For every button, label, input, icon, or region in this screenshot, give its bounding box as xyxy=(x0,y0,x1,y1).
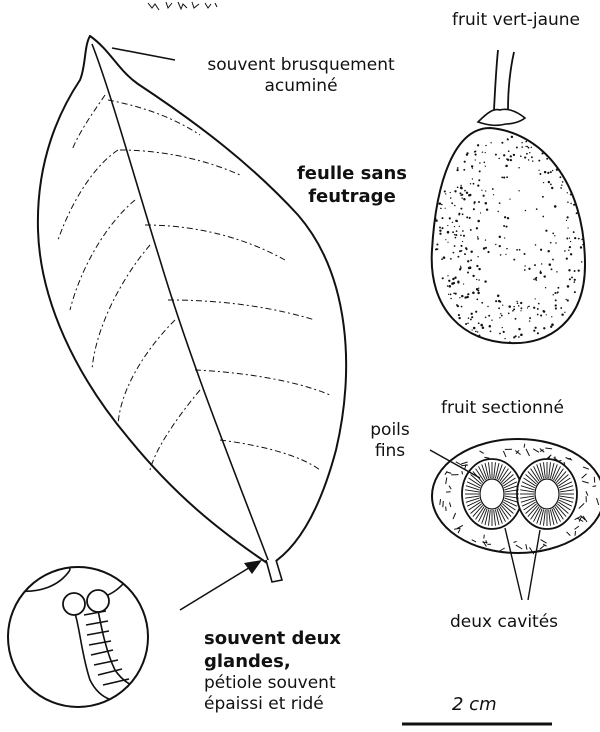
glands-label-line1: souvent deux xyxy=(204,627,341,650)
gland-right xyxy=(87,590,109,612)
leaf xyxy=(38,36,346,582)
fruit-stalk xyxy=(494,50,514,110)
fruit-calyx xyxy=(478,109,525,125)
leaf-label-line2: feutrage xyxy=(292,185,412,208)
apex-label-line2: acuminé xyxy=(186,76,416,97)
hairs-label-line1: poils xyxy=(360,420,420,441)
petiole-label-line1: pétiole souvent xyxy=(204,673,341,694)
glands-label: souvent deux glandes, pétiole souvent ép… xyxy=(204,627,341,715)
scale-label: 2 cm xyxy=(452,694,497,715)
apex-label: souvent brusquement acuminé xyxy=(186,55,416,97)
leaf-label: feulle sans feutrage xyxy=(292,162,412,208)
fruit-title: fruit vert-jaune xyxy=(452,10,580,31)
petiole xyxy=(266,560,282,582)
sectioned-fruit xyxy=(432,439,600,554)
petiole-arrow xyxy=(180,560,262,610)
leaf-label-line1: feulle sans xyxy=(292,162,412,185)
top-scribble xyxy=(148,2,217,10)
whole-fruit xyxy=(432,50,585,344)
gland-detail-circle xyxy=(8,555,150,707)
hairs-label-line2: fins xyxy=(360,441,420,462)
apex-pointer xyxy=(112,48,175,60)
cavities-label: deux cavités xyxy=(450,612,558,633)
hairs-label: poils fins xyxy=(360,420,420,462)
gland-left xyxy=(63,593,85,615)
glands-label-line2: glandes, xyxy=(204,650,341,673)
section-title: fruit sectionné xyxy=(441,398,564,419)
apex-label-line1: souvent brusquement xyxy=(186,55,416,76)
petiole-label-line2: épaissi et ridé xyxy=(204,694,341,715)
